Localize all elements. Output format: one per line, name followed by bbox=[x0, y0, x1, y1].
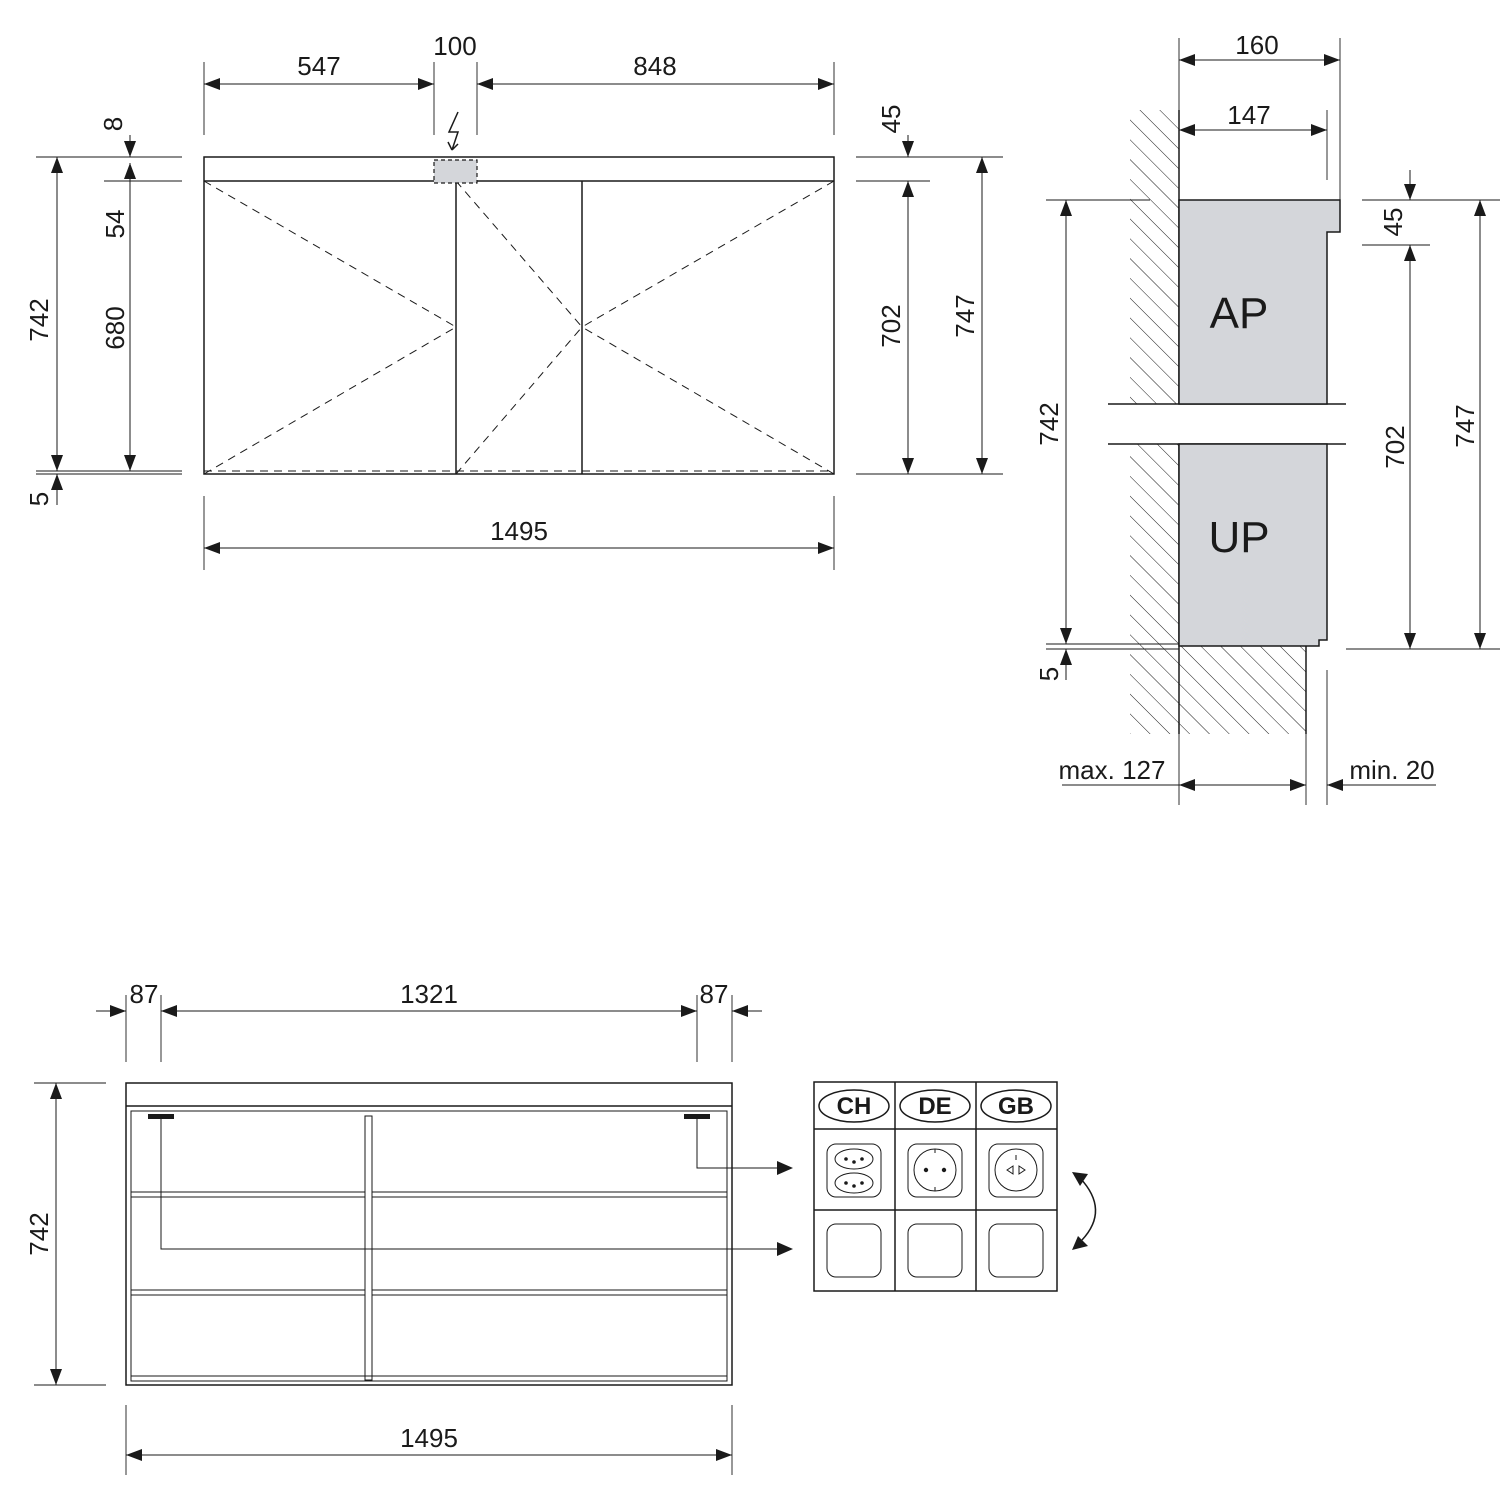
interior-dim-1495: 1495 bbox=[400, 1423, 458, 1453]
country-oval-de bbox=[899, 1089, 971, 1123]
side-dim-742: 742 bbox=[1034, 402, 1064, 445]
light-left bbox=[148, 1114, 174, 1119]
country-oval-gb bbox=[980, 1089, 1052, 1123]
rotate-arrow-icon bbox=[1072, 1172, 1097, 1250]
power-box bbox=[433, 159, 478, 184]
dim-100: 100 bbox=[433, 31, 476, 61]
interior-inner-frame bbox=[130, 1110, 728, 1382]
socket-panel-frame bbox=[813, 1081, 1058, 1292]
dim-45: 45 bbox=[876, 105, 906, 134]
blank-box-de bbox=[907, 1223, 963, 1278]
dim-547: 547 bbox=[297, 51, 340, 81]
blank-box-gb bbox=[988, 1223, 1044, 1278]
dim-1321: 1321 bbox=[400, 979, 458, 1009]
interior-dim-742: 742 bbox=[24, 1212, 54, 1255]
dim-160: 160 bbox=[1235, 30, 1278, 60]
country-label-gb: GB bbox=[998, 1093, 1034, 1120]
label-ap: AP bbox=[1210, 289, 1269, 338]
interior-divider bbox=[364, 1115, 373, 1381]
door-swing-lines bbox=[203, 180, 835, 475]
dim-5: 5 bbox=[24, 492, 54, 506]
socket-panel: CH DE GB bbox=[813, 1081, 1097, 1292]
cabinet-ap-section bbox=[1178, 199, 1341, 405]
power-lightning-icon bbox=[447, 111, 460, 151]
leader-socket-row bbox=[696, 1119, 778, 1169]
side-dim-702: 702 bbox=[1380, 425, 1410, 468]
dim-742: 742 bbox=[24, 298, 54, 341]
dim-1495: 1495 bbox=[490, 516, 548, 546]
side-dim-45: 45 bbox=[1378, 208, 1408, 237]
dim-680: 680 bbox=[100, 306, 130, 349]
side-dim-747: 747 bbox=[1450, 404, 1480, 447]
socket-de-icon bbox=[907, 1143, 963, 1198]
leader-switch-row bbox=[160, 1119, 778, 1250]
dim-747: 747 bbox=[950, 294, 980, 337]
country-oval-ch bbox=[818, 1089, 890, 1123]
dim-848: 848 bbox=[633, 51, 676, 81]
max-depth-label: max. 127 bbox=[1059, 755, 1166, 785]
front-view: 547 100 848 742 8 54 680 5 45 bbox=[24, 31, 1003, 570]
country-label-de: DE bbox=[918, 1093, 951, 1120]
dim-702: 702 bbox=[876, 304, 906, 347]
dim-87-right: 87 bbox=[700, 979, 729, 1009]
dim-147: 147 bbox=[1227, 100, 1270, 130]
cabinet-up-section bbox=[1178, 443, 1328, 647]
dim-54: 54 bbox=[100, 210, 130, 239]
socket-gb-icon bbox=[988, 1143, 1044, 1198]
dim-87-left: 87 bbox=[130, 979, 159, 1009]
dim-8: 8 bbox=[98, 117, 128, 131]
recess-hatch bbox=[1179, 646, 1306, 734]
min-gap-label: min. 20 bbox=[1349, 755, 1434, 785]
front-cabinet-outline bbox=[203, 156, 835, 475]
socket-ch-icon bbox=[826, 1143, 882, 1198]
interior-view: 87 1321 87 742 1495 bbox=[24, 979, 793, 1475]
interior-cabinet-outline bbox=[125, 1082, 733, 1386]
side-view: AP UP 160 147 742 5 45 bbox=[1034, 30, 1500, 805]
blank-box-ch bbox=[826, 1223, 882, 1278]
wall-hatch-lower bbox=[1130, 444, 1179, 734]
label-up: UP bbox=[1208, 513, 1269, 562]
side-dim-5: 5 bbox=[1034, 667, 1064, 681]
country-label-ch: CH bbox=[837, 1093, 872, 1120]
wall-hatch-upper bbox=[1130, 110, 1179, 404]
interior-shelves bbox=[131, 1191, 727, 1377]
light-right bbox=[684, 1114, 710, 1119]
